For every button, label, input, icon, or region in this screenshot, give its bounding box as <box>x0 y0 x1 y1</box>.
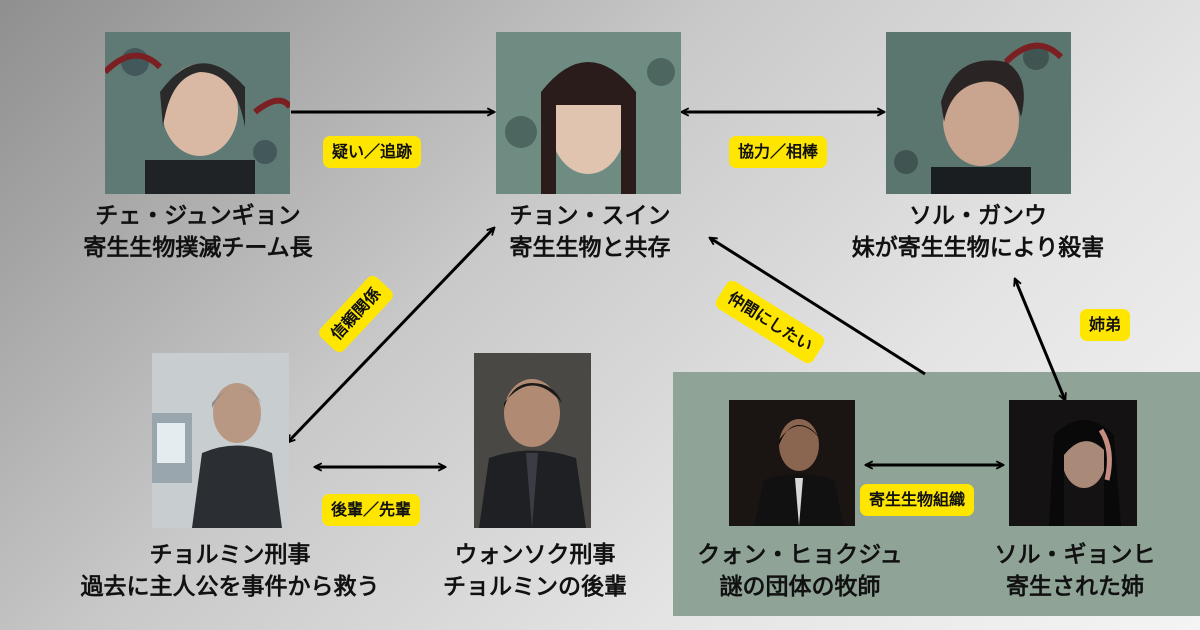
tag-jeong-seol: 協力／相棒 <box>729 136 828 168</box>
tag-cheolmin-wonseok: 後輩／先輩 <box>322 494 421 526</box>
person-name-choi: チェ・ジュンギョン <box>95 203 301 229</box>
tag-choi-jeong: 疑い／追跡 <box>323 136 422 168</box>
portrait-cheolmin <box>152 353 289 528</box>
person-name-wonseok: ウォンソク刑事 <box>454 542 616 568</box>
portrait-wonseok <box>474 353 591 528</box>
person-role-jeong: 寄生生物と共存 <box>509 235 671 261</box>
name-block-choi: チェ・ジュンギョン 寄生生物撲滅チーム長 <box>48 200 348 264</box>
person-name-kwon: クォン・ヒョクジュ <box>697 542 903 568</box>
name-block-jeong: チョン・スイン 寄生生物と共存 <box>440 200 740 264</box>
person-name-seol-gangwoo: ソル・ガンウ <box>909 203 1047 229</box>
name-block-cheolmin: チョルミン刑事 過去に主人公を事件から救う <box>40 539 420 603</box>
person-name-cheolmin: チョルミン刑事 <box>149 542 311 568</box>
person-role-cheolmin: 過去に主人公を事件から救う <box>80 574 380 600</box>
tag-kwon-gyeonghee: 寄生生物組織 <box>860 484 975 516</box>
person-role-choi: 寄生生物撲滅チーム長 <box>83 235 313 261</box>
name-block-seol-gyeonghee: ソル・ギョンヒ 寄生された姉 <box>975 539 1175 603</box>
person-role-kwon: 謎の団体の牧師 <box>719 574 881 600</box>
tag-seol-siblings: 姉弟 <box>1080 309 1131 341</box>
name-block-seol-gangwoo: ソル・ガンウ 妹が寄生生物により殺害 <box>818 200 1138 264</box>
portrait-choi <box>105 32 290 194</box>
name-block-wonseok: ウォンソク刑事 チョルミンの後輩 <box>420 539 650 603</box>
portrait-jeong <box>496 32 681 194</box>
person-role-seol-gyeonghee: 寄生された姉 <box>1006 574 1144 600</box>
person-role-seol-gangwoo: 妹が寄生生物により殺害 <box>851 235 1105 261</box>
arrow-jeong-cheolmin <box>288 228 494 442</box>
arrow-seol-siblings <box>1015 279 1065 400</box>
portrait-kwon <box>729 400 855 526</box>
portrait-seol-gangwoo <box>886 32 1071 194</box>
portrait-seol-gyeonghee <box>1009 400 1137 526</box>
arrow-kwon-to-jeong <box>710 238 926 376</box>
person-role-wonseok: チョルミンの後輩 <box>443 574 627 600</box>
person-name-seol-gyeonghee: ソル・ギョンヒ <box>994 542 1156 568</box>
name-block-kwon: クォン・ヒョクジュ 謎の団体の牧師 <box>680 539 920 603</box>
person-name-jeong: チョン・スイン <box>509 203 671 229</box>
